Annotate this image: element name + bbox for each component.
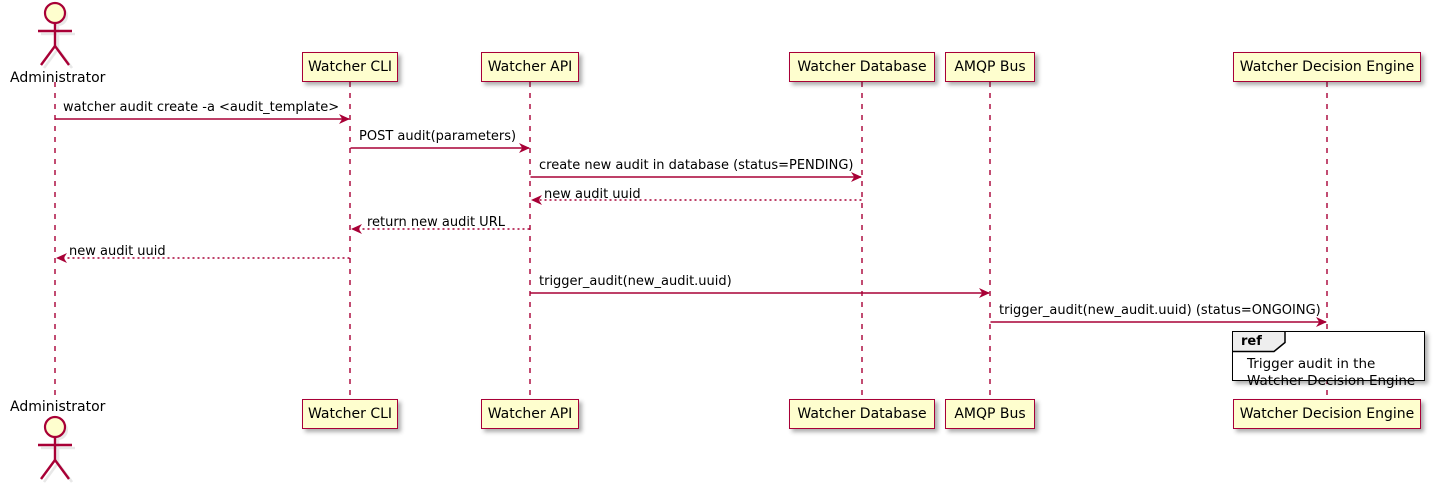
participant-head-label-watcher-api: Watcher API xyxy=(487,59,573,75)
participant-foot-label-watcher-api: Watcher API xyxy=(487,406,573,422)
participant-foot-amqp-bus[interactable]: AMQP Bus xyxy=(945,399,1035,429)
ref-fragment-tab-edge-icon xyxy=(1233,332,1286,353)
participant-head-watcher-decision-engine[interactable]: Watcher Decision Engine xyxy=(1233,52,1421,82)
actor-label-text-bottom: Administrator xyxy=(10,399,106,415)
participant-foot-watcher-decision-engine[interactable]: Watcher Decision Engine xyxy=(1233,399,1421,429)
message-label-m1: watcher audit create -a <audit_template> xyxy=(63,100,340,115)
message-label-m6: new audit uuid xyxy=(69,244,166,259)
participant-head-watcher-api[interactable]: Watcher API xyxy=(481,52,579,82)
participant-head-label-watcher-cli: Watcher CLI xyxy=(307,59,393,75)
participant-head-amqp-bus[interactable]: AMQP Bus xyxy=(945,52,1035,82)
message-label-m5: return new audit URL xyxy=(367,215,505,230)
message-label-m4: new audit uuid xyxy=(544,187,641,202)
participant-head-label-watcher-database: Watcher Database xyxy=(797,59,927,75)
participant-foot-label-watcher-database: Watcher Database xyxy=(797,406,927,422)
actor-figure-administrator-bottom xyxy=(38,415,75,483)
ref-fragment[interactable]: ref Trigger audit in the Watcher Decisio… xyxy=(1232,331,1425,389)
message-label-m2: POST audit(parameters) xyxy=(359,129,517,144)
messages-group xyxy=(55,114,1327,327)
actor-figure-administrator-top xyxy=(38,1,75,69)
ref-fragment-text: Trigger audit in the Watcher Decision En… xyxy=(1247,356,1416,389)
participant-foot-watcher-cli[interactable]: Watcher CLI xyxy=(302,399,398,429)
participant-head-label-amqp-bus: AMQP Bus xyxy=(954,59,1026,75)
message-label-m3: create new audit in database (status=PEN… xyxy=(539,158,854,173)
participant-head-label-watcher-decision-engine: Watcher Decision Engine xyxy=(1239,59,1415,75)
participant-foot-watcher-database[interactable]: Watcher Database xyxy=(789,399,935,429)
lifelines-group xyxy=(54,82,1328,396)
ref-fragment-keyword: ref xyxy=(1241,334,1262,349)
actor-label-administrator-top: Administrator xyxy=(10,70,105,86)
participant-head-watcher-database[interactable]: Watcher Database xyxy=(789,52,935,82)
participant-foot-label-watcher-decision-engine: Watcher Decision Engine xyxy=(1239,406,1415,422)
actor-label-administrator-bottom: Administrator xyxy=(10,399,105,415)
participant-foot-label-watcher-cli: Watcher CLI xyxy=(307,406,393,422)
participant-head-watcher-cli[interactable]: Watcher CLI xyxy=(302,52,398,82)
message-label-m7: trigger_audit(new_audit.uuid) xyxy=(539,274,732,289)
actor-label-text-top: Administrator xyxy=(10,70,106,86)
message-label-m8: trigger_audit(new_audit.uuid) (status=ON… xyxy=(999,303,1321,318)
participant-foot-watcher-api[interactable]: Watcher API xyxy=(481,399,579,429)
participant-foot-label-amqp-bus: AMQP Bus xyxy=(954,406,1026,422)
